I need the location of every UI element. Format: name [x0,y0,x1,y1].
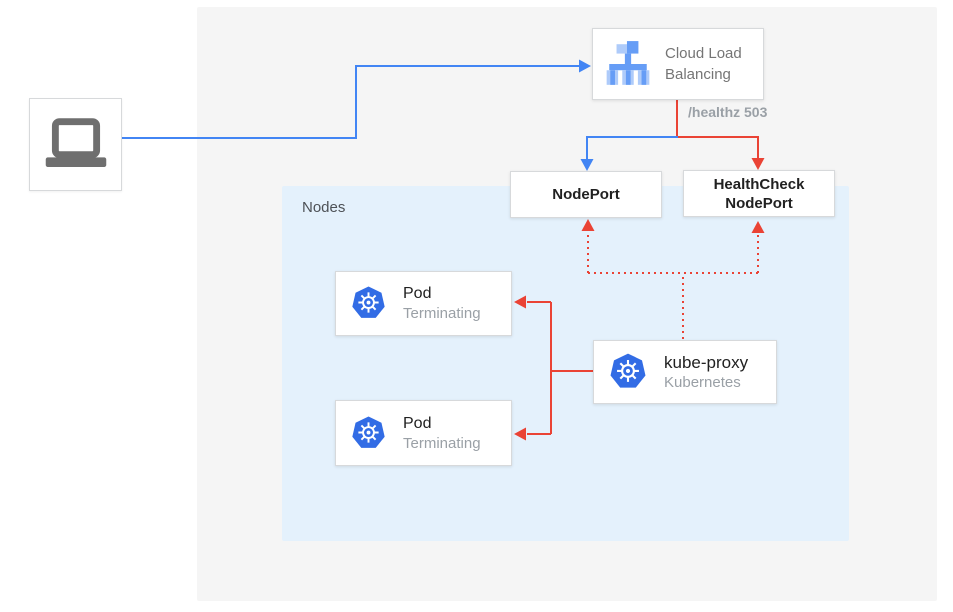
cloud-load-balancing-icon [606,41,650,85]
pod-terminating-node-1: Pod Terminating [335,271,512,336]
nodeport-label: NodePort [552,186,620,203]
pod1-status: Terminating [403,305,481,322]
kubernetes-icon [352,286,385,318]
healthcheck-nodeport-node: HealthCheck NodePort [683,170,835,217]
cloud-load-balancing-node: Cloud Load Balancing [592,28,764,100]
clb-title: Cloud Load Balancing [665,45,742,83]
kube-proxy-subtitle: Kubernetes [664,373,741,391]
healthz-status-label: /healthz 503 [688,104,768,120]
pod2-status: Terminating [403,434,481,452]
kubernetes-icon [352,415,385,448]
healthcheck-nodeport-label: HealthCheck NodePort [713,175,805,212]
laptop-icon [45,117,106,167]
pod1-title: Pod [403,285,432,302]
pod2-title: Pod [403,414,432,432]
nodeport-node: NodePort [510,171,662,218]
kube-proxy-title: kube-proxy [664,352,749,372]
pod-terminating-node-2: Pod Terminating [335,400,512,466]
kube-proxy-node: kube-proxy Kubernetes [593,340,777,404]
nodes-label: Nodes [302,199,346,216]
client-laptop-node [29,98,122,191]
kubernetes-icon [610,353,646,388]
